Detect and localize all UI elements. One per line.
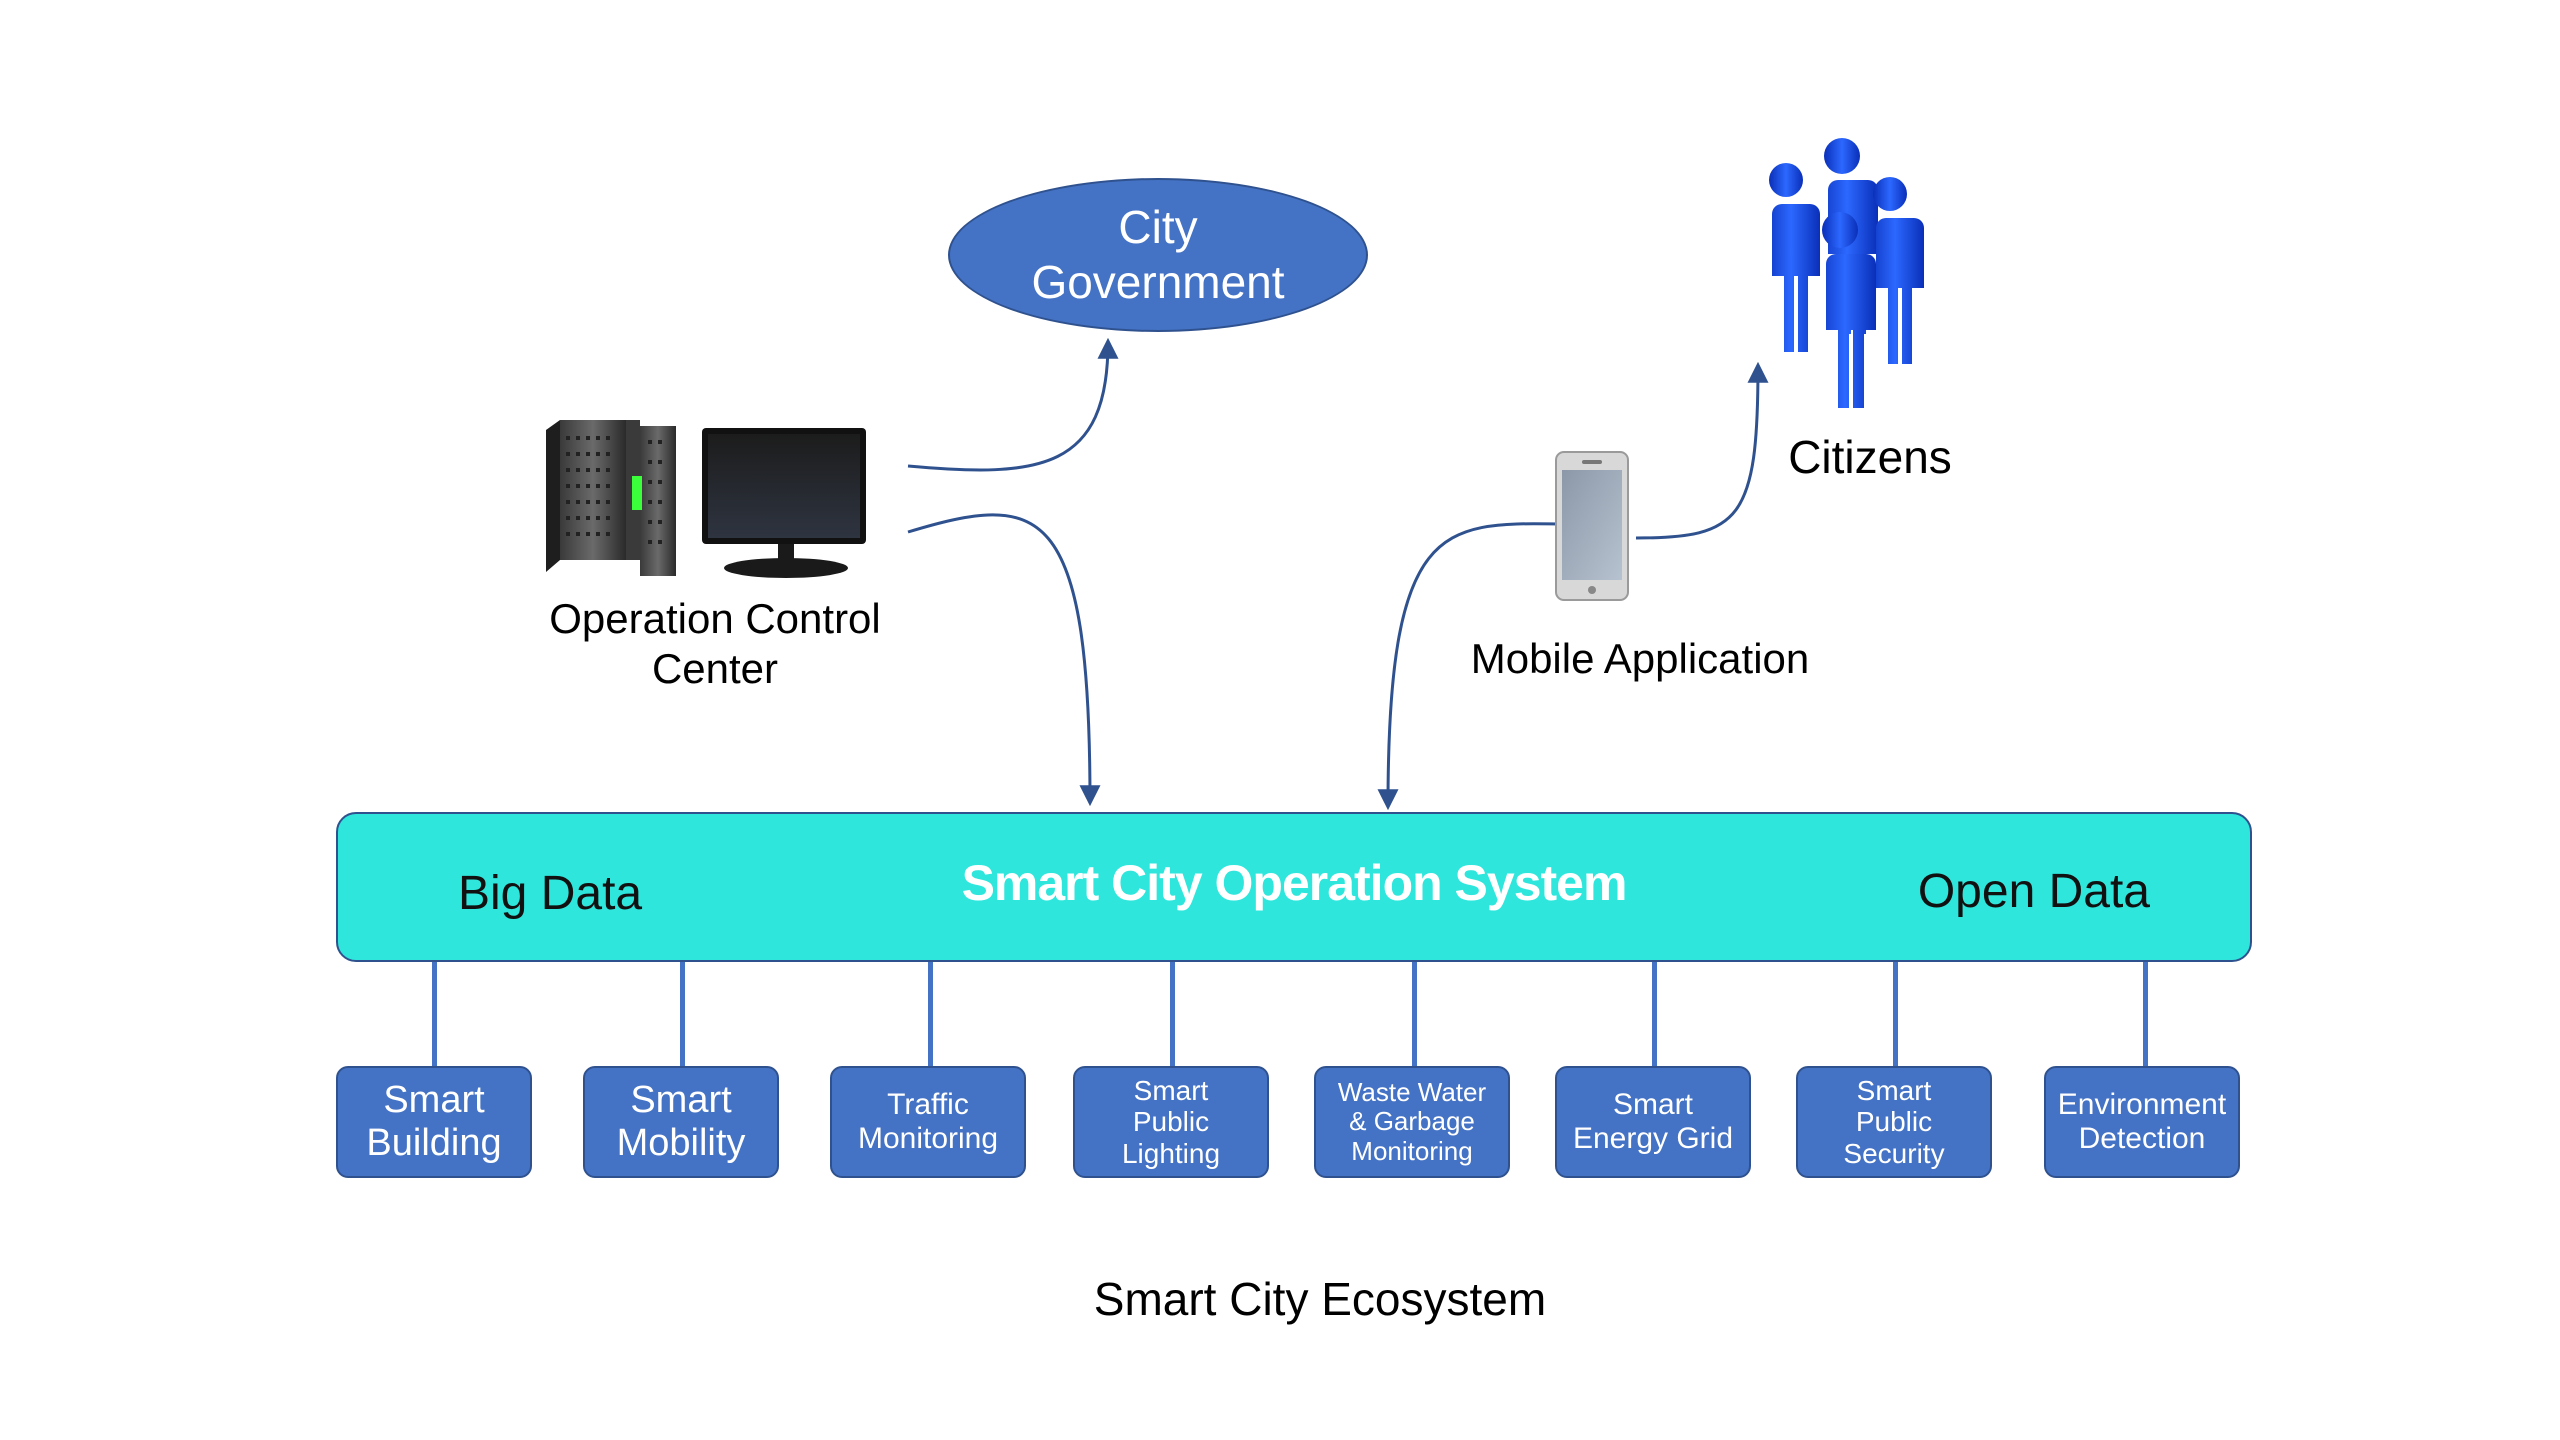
connector-traffic-monitoring xyxy=(928,962,933,1066)
operation-system-bar: Big Data Smart City Operation System Ope… xyxy=(336,812,2252,962)
arrow-mobile-to-citizens xyxy=(1635,361,1769,540)
module-smart-mobility: Smart Mobility xyxy=(583,1066,779,1178)
module-line: Smart xyxy=(630,1079,732,1122)
citizens-label: Citizens xyxy=(1788,431,1952,483)
module-line: Smart xyxy=(1133,1074,1209,1106)
module-line: Public xyxy=(1132,1106,1210,1138)
phone-icon xyxy=(1555,451,1629,601)
operation-system-title: Smart City Operation System xyxy=(961,855,1628,911)
city-government-node: City Government xyxy=(948,178,1368,332)
diagram-caption: Smart City Ecosystem xyxy=(1093,1273,1547,1325)
operation-control-center-line2: Center xyxy=(651,645,779,693)
module-smart-energy-grid: Smart Energy Grid xyxy=(1555,1066,1751,1178)
module-line: Smart xyxy=(1856,1074,1932,1106)
connector-smart-mobility xyxy=(680,962,685,1066)
monitor-icon xyxy=(702,428,866,578)
module-line: Traffic xyxy=(887,1088,969,1122)
connector-smart-public-security xyxy=(1893,962,1898,1066)
module-line: Smart xyxy=(383,1079,485,1122)
module-line: Energy Grid xyxy=(1572,1122,1734,1155)
module-traffic-monitoring: Traffic Monitoring xyxy=(830,1066,1026,1178)
arrow-control-to-operation-system xyxy=(907,513,1101,807)
people-group-icon xyxy=(1762,138,1924,408)
arrow-mobile-to-operation-system xyxy=(1377,522,1559,811)
operation-control-center-label: Operation Control Center xyxy=(530,594,900,695)
module-line: Public xyxy=(1855,1106,1933,1138)
server-icon xyxy=(546,420,676,576)
module-smart-building: Smart Building xyxy=(336,1066,532,1178)
module-line: Security xyxy=(1843,1137,1945,1169)
module-line: & Garbage xyxy=(1349,1106,1475,1137)
connector-smart-public-lighting xyxy=(1170,962,1175,1066)
module-smart-public-security: Smart Public Security xyxy=(1796,1066,1992,1178)
module-line: Detection xyxy=(2078,1122,2206,1155)
module-line: Lighting xyxy=(1121,1137,1221,1169)
module-line: Waste Water xyxy=(1337,1077,1487,1108)
city-government-line2: Government xyxy=(1031,256,1285,308)
connector-waste-water xyxy=(1412,962,1417,1066)
connector-smart-building xyxy=(432,962,437,1066)
operation-control-center-line1: Operation Control xyxy=(549,595,881,642)
module-line: Environment xyxy=(2057,1088,2227,1122)
connector-smart-energy-grid xyxy=(1652,962,1657,1066)
module-line: Smart xyxy=(1612,1088,1693,1122)
module-smart-public-lighting: Smart Public Lighting xyxy=(1073,1066,1269,1178)
module-line: Monitoring xyxy=(1351,1135,1473,1166)
arrow-control-to-government xyxy=(907,337,1119,472)
connector-environment-detection xyxy=(2143,962,2148,1066)
module-line: Monitoring xyxy=(857,1122,999,1155)
module-environment-detection: Environment Detection xyxy=(2044,1066,2240,1178)
module-waste-water-garbage-monitoring: Waste Water & Garbage Monitoring xyxy=(1314,1066,1510,1178)
open-data-label: Open Data xyxy=(1917,865,2150,918)
city-government-line1: City xyxy=(1118,200,1198,253)
module-line: Building xyxy=(366,1122,502,1164)
big-data-label: Big Data xyxy=(458,867,643,920)
mobile-application-label: Mobile Application xyxy=(1470,635,1810,682)
module-line: Mobility xyxy=(616,1122,746,1164)
